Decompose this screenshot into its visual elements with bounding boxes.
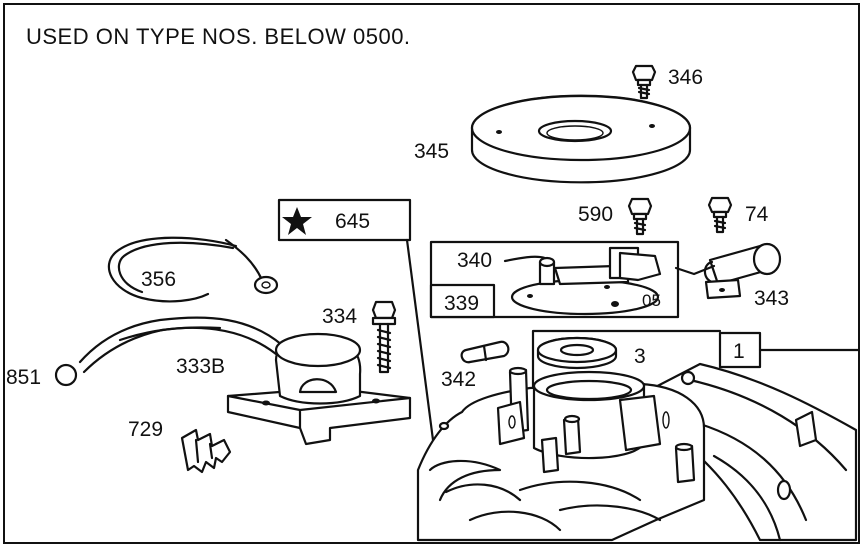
callout-851: 851 <box>6 366 41 389</box>
breaker-points-340: 05 <box>503 246 662 316</box>
clip-729 <box>180 428 232 474</box>
condenser-343 <box>674 242 782 300</box>
callout-1-box <box>718 331 762 369</box>
callout-343: 343 <box>754 287 789 310</box>
ferrule-342 <box>460 340 510 364</box>
callout-340: 340 <box>457 249 492 272</box>
callout-345: 345 <box>414 140 449 163</box>
callout-346: 346 <box>668 66 703 89</box>
callout-645: 645 <box>335 210 370 233</box>
callout-729: 729 <box>128 418 163 441</box>
screw-346 <box>631 64 657 100</box>
ground-wire-356 <box>107 236 279 303</box>
screw-590 <box>627 197 653 236</box>
callout-1: 1 <box>733 340 745 363</box>
callout-356: 356 <box>141 268 176 291</box>
callout-3: 3 <box>634 345 646 368</box>
armature-333b <box>54 316 412 446</box>
callout-74: 74 <box>745 203 769 226</box>
callout-590: 590 <box>578 203 613 226</box>
callout-339: 339 <box>444 292 479 315</box>
kit-box-645 <box>277 198 412 242</box>
screw-74 <box>707 196 733 234</box>
spacer-plate-345 <box>470 94 692 184</box>
callout-334: 334 <box>322 305 357 328</box>
seal-3 <box>536 336 618 370</box>
svg-text:05: 05 <box>642 291 661 310</box>
star-icon <box>282 207 312 235</box>
diagram-heading: USED ON TYPE NOS. BELOW 0500. <box>26 24 411 49</box>
engine-block-1 <box>416 362 858 542</box>
screw-334 <box>371 300 397 374</box>
callout-342: 342 <box>441 368 476 391</box>
engine-leader-line <box>531 329 860 397</box>
callout-333b: 333B <box>176 355 225 378</box>
